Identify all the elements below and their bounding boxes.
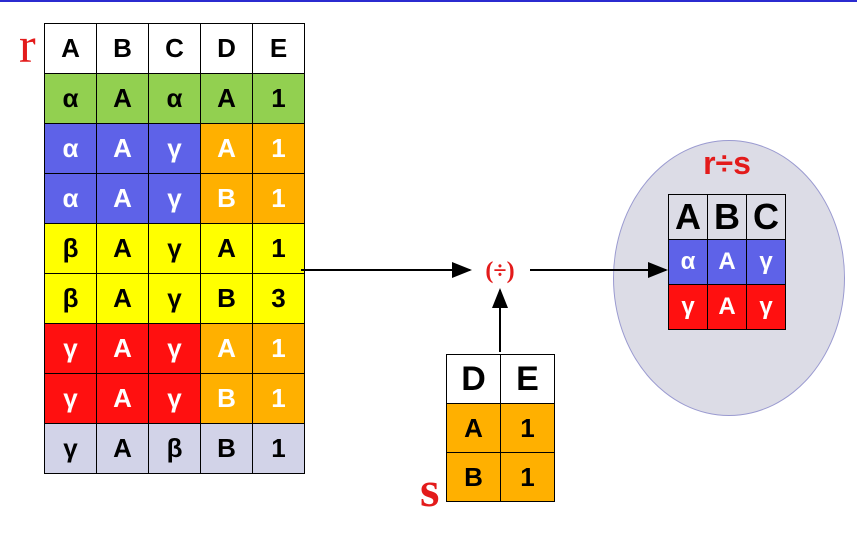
table-row: α A γ xyxy=(668,239,786,285)
table-cell: A xyxy=(200,73,253,124)
table-cell: A xyxy=(707,239,747,285)
table-cell: A xyxy=(200,123,253,174)
table-cell: B xyxy=(446,452,501,502)
table-cell: α xyxy=(44,173,97,224)
table-cell: 1 xyxy=(252,223,305,274)
table-cell: α xyxy=(44,123,97,174)
table-cell: B xyxy=(200,273,253,324)
table-cell: β xyxy=(148,423,201,474)
relation-s-label: s xyxy=(420,461,440,517)
header-cell: B xyxy=(96,23,149,74)
table-cell: B xyxy=(200,423,253,474)
table-cell: 1 xyxy=(252,123,305,174)
table-cell: 1 xyxy=(252,423,305,474)
table-row: γ A β B 1 xyxy=(44,423,305,474)
table-cell: α xyxy=(148,73,201,124)
table-cell: A xyxy=(96,373,149,424)
table-cell: γ xyxy=(148,373,201,424)
table-row: α A γ B 1 xyxy=(44,173,305,224)
table-cell: 1 xyxy=(500,403,555,453)
table-cell: 1 xyxy=(500,452,555,502)
header-cell: E xyxy=(252,23,305,74)
table-row: A 1 xyxy=(446,403,555,453)
table-row: γ A γ xyxy=(668,284,786,330)
header-cell: A xyxy=(44,23,97,74)
table-cell: A xyxy=(707,284,747,330)
table-cell: B xyxy=(200,373,253,424)
table-cell: 1 xyxy=(252,173,305,224)
relation-r-label: r xyxy=(19,17,36,73)
table-cell: γ xyxy=(746,284,786,330)
table-cell: γ xyxy=(148,273,201,324)
table-cell: β xyxy=(44,273,97,324)
table-row: β A γ A 1 xyxy=(44,223,305,274)
result-table: A B C α A γ γ A γ xyxy=(668,194,786,330)
header-cell: B xyxy=(707,194,747,240)
table-cell: 3 xyxy=(252,273,305,324)
table-cell: α xyxy=(44,73,97,124)
table-row: α A γ A 1 xyxy=(44,123,305,174)
header-cell: D xyxy=(200,23,253,74)
table-cell: γ xyxy=(148,123,201,174)
table-cell: A xyxy=(96,223,149,274)
header-cell: A xyxy=(668,194,708,240)
table-cell: 1 xyxy=(252,323,305,374)
table-cell: A xyxy=(96,423,149,474)
table-cell: A xyxy=(96,123,149,174)
division-operator: (÷) xyxy=(485,258,515,284)
table-cell: γ xyxy=(746,239,786,285)
table-cell: γ xyxy=(44,423,97,474)
top-border-line xyxy=(0,0,857,2)
table-row: B 1 xyxy=(446,452,555,502)
header-cell: D xyxy=(446,354,501,404)
table-cell: 1 xyxy=(252,73,305,124)
table-cell: γ xyxy=(668,284,708,330)
table-cell: 1 xyxy=(252,373,305,424)
table-cell: γ xyxy=(148,223,201,274)
header-cell: C xyxy=(746,194,786,240)
table-cell: A xyxy=(96,173,149,224)
table-row: β A γ B 3 xyxy=(44,273,305,324)
relation-s-table: D E A 1 B 1 xyxy=(446,354,555,502)
header-cell: E xyxy=(500,354,555,404)
table-cell: γ xyxy=(44,373,97,424)
table-cell: γ xyxy=(148,323,201,374)
relation-r-table: A B C D E α A α A 1 α A γ A 1 α A γ B 1 … xyxy=(44,23,305,474)
result-title: r÷s xyxy=(703,145,751,181)
table-row: γ A γ B 1 xyxy=(44,373,305,424)
table-row: α A α A 1 xyxy=(44,73,305,124)
table-row: γ A γ A 1 xyxy=(44,323,305,374)
